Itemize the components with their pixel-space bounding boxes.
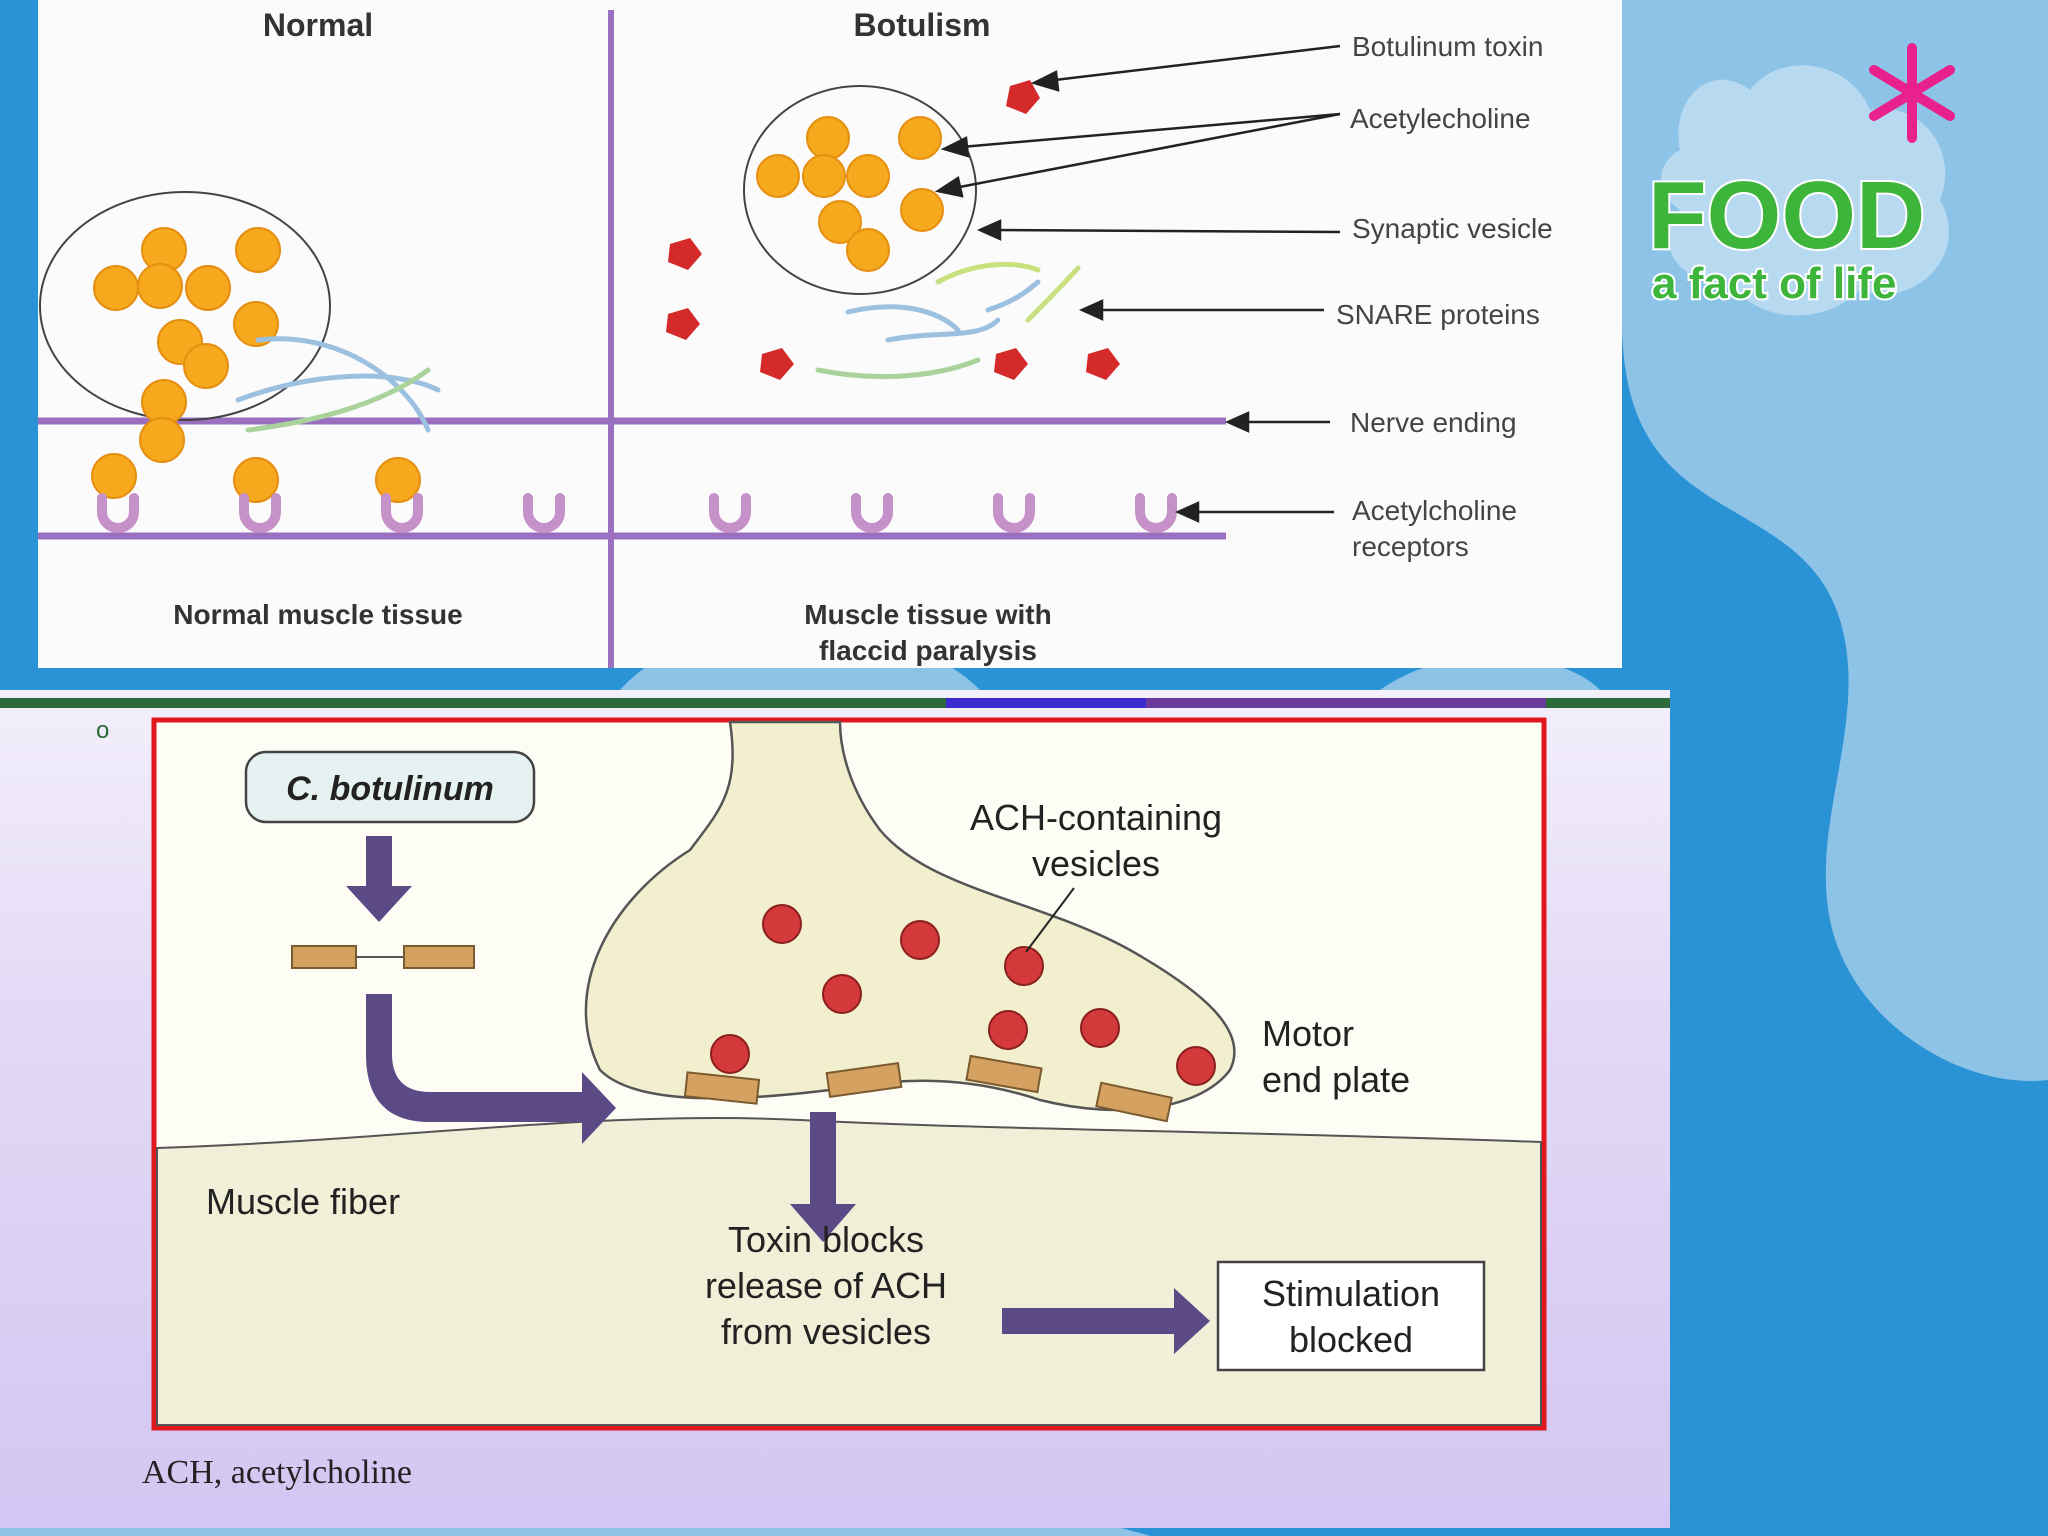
botulinum-toxin-molecules bbox=[666, 80, 1120, 380]
label-stim-line1: Stimulation bbox=[1262, 1273, 1440, 1314]
caption-normal-muscle: Normal muscle tissue bbox=[173, 599, 462, 630]
label-synaptic-vesicle: Synaptic vesicle bbox=[1352, 213, 1553, 244]
splash-icon bbox=[1661, 65, 1949, 316]
process-arrows bbox=[346, 836, 1210, 1354]
vesicle-pointer-line bbox=[1025, 887, 1075, 953]
top-diagram-panel: Normal Botulism bbox=[38, 0, 1622, 668]
stimulation-blocked-box bbox=[1216, 1260, 1486, 1372]
logo-tagline: a fact of life bbox=[1652, 259, 1897, 308]
bullet-marker: o bbox=[96, 717, 109, 744]
botulism-ach-molecules bbox=[756, 116, 944, 272]
acetylcholine-receptors bbox=[97, 493, 1177, 533]
label-stim-line2: blocked bbox=[1289, 1319, 1413, 1360]
normal-snare-proteins bbox=[235, 336, 441, 433]
normal-synaptic-vesicle bbox=[39, 191, 331, 421]
label-ach-vesicles-line1: ACH-containing bbox=[970, 797, 1222, 838]
label-muscle-fiber: Muscle fiber bbox=[206, 1181, 400, 1222]
label-nerve-ending: Nerve ending bbox=[1350, 407, 1517, 438]
caption-paralysis-line1: Muscle tissue with bbox=[804, 599, 1051, 630]
organism-box bbox=[244, 750, 536, 824]
label-receptors-line1: Acetylcholine bbox=[1352, 495, 1517, 526]
label-snare-proteins: SNARE proteins bbox=[1336, 299, 1540, 330]
ach-vesicles bbox=[710, 904, 1216, 1086]
label-toxin-line2: release of ACH bbox=[705, 1265, 947, 1306]
label-receptors-line2: receptors bbox=[1352, 531, 1469, 562]
asterisk-icon bbox=[1869, 43, 1955, 143]
label-ach-vesicles-line2: vesicles bbox=[1032, 843, 1160, 884]
label-botulinum-toxin: Botulinum toxin bbox=[1352, 31, 1543, 62]
botulism-snare-proteins bbox=[815, 262, 1081, 380]
label-motor-line1: Motor bbox=[1262, 1013, 1354, 1054]
label-motor-line2: end plate bbox=[1262, 1059, 1410, 1100]
bottom-diagram-panel: o C. botulinum bbox=[0, 690, 1670, 1528]
organism-label: C. botulinum bbox=[286, 770, 494, 808]
motor-end-plate-shape bbox=[584, 720, 1236, 1112]
label-acetylecholine: Acetylecholine bbox=[1350, 103, 1531, 134]
logo-food: FOOD bbox=[1648, 162, 1925, 269]
release-site-blocks bbox=[683, 1054, 1173, 1123]
toxin-molecule-icon bbox=[291, 945, 475, 969]
caption-paralysis-line2: flaccid paralysis bbox=[819, 635, 1037, 666]
heading-normal: Normal bbox=[263, 7, 373, 43]
label-toxin-line1: Toxin blocks bbox=[728, 1219, 924, 1260]
botulism-synaptic-vesicle bbox=[743, 85, 977, 295]
heading-botulism: Botulism bbox=[854, 7, 991, 43]
label-arrows bbox=[934, 44, 1341, 523]
label-toxin-line3: from vesicles bbox=[721, 1311, 931, 1352]
footnote-ach: ACH, acetylcholine bbox=[142, 1454, 413, 1491]
food-a-fact-of-life-logo: FOOD a fact of life bbox=[1640, 30, 1980, 330]
header-stripe bbox=[0, 698, 1670, 708]
normal-ach-molecules bbox=[91, 227, 421, 503]
